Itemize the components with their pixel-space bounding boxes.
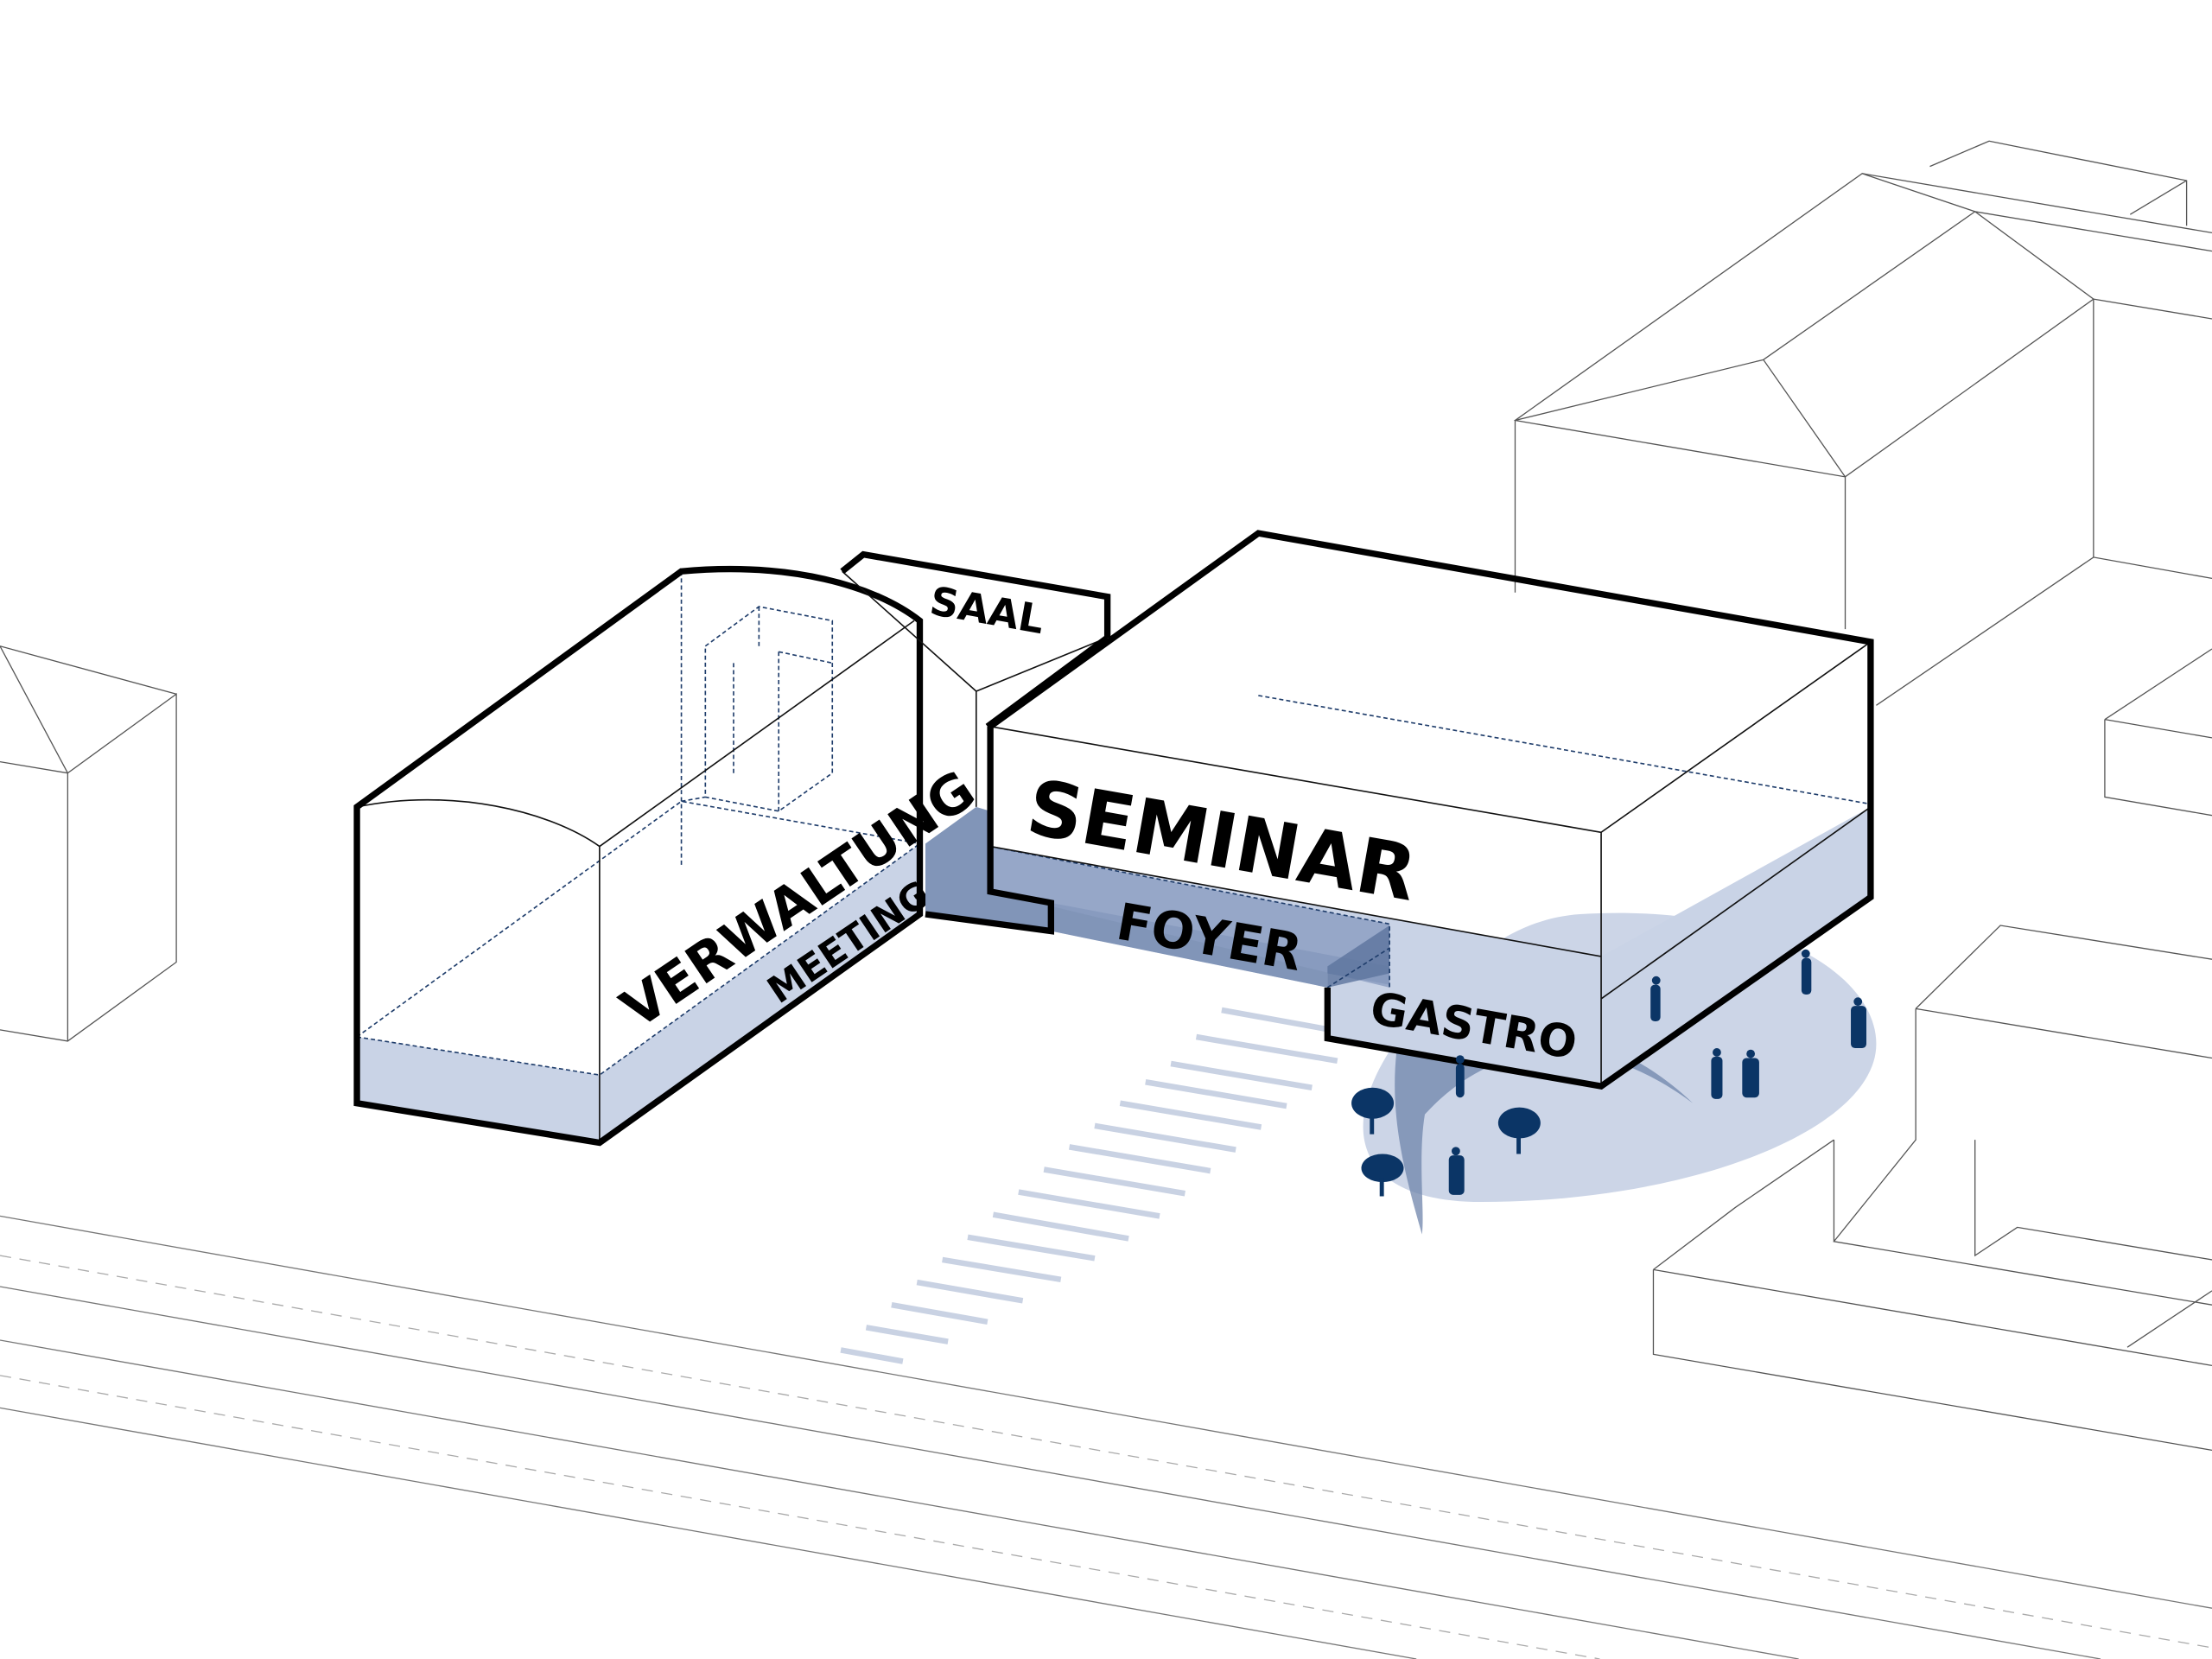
person-icon: [1851, 997, 1866, 1049]
person-icon: [1711, 1048, 1723, 1099]
people-and-tables: [1351, 949, 1866, 1197]
building-verwaltung: VERWALTUNG MEETING: [353, 565, 986, 1147]
person-icon: [1448, 1147, 1465, 1195]
table-icon: [1361, 1154, 1404, 1197]
table-icon: [1351, 1087, 1395, 1135]
person-icon: [1742, 1049, 1759, 1098]
person-icon: [1455, 1055, 1465, 1098]
road-lines: [0, 1215, 2212, 1659]
table-icon: [1497, 1107, 1541, 1154]
context-building-right-bottom: [1652, 648, 2212, 1452]
crosswalk: [840, 1007, 1355, 1364]
person-icon: [1801, 949, 1812, 995]
person-icon: [1650, 976, 1661, 1022]
context-building-left: [0, 645, 177, 1042]
context-building-right-top: [1513, 140, 2212, 706]
label-saal: SAAL: [926, 578, 1047, 643]
